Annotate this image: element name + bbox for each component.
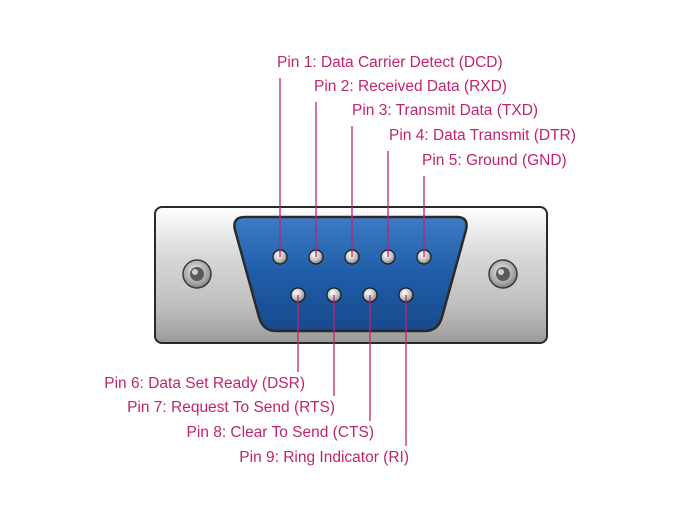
pin-labels: Pin 1: Data Carrier Detect (DCD) Pin 2: R… [104,54,576,466]
pin-2-label: Pin 2: Received Data (RXD) [314,78,507,95]
left-mounting-screw [182,259,212,289]
pin-6-label: Pin 6: Data Set Ready (DSR) [104,375,305,392]
leader-lines [279,78,425,446]
connector-insert [233,215,468,333]
pin-8-label: Pin 8: Clear To Send (CTS) [186,424,374,441]
pin-5-label: Pin 5: Ground (GND) [422,152,567,169]
pin-1-label: Pin 1: Data Carrier Detect (DCD) [277,54,503,71]
pin-3-label: Pin 3: Transmit Data (TXD) [352,102,538,119]
pin-9-label: Pin 9: Ring Indicator (RI) [239,449,409,466]
right-mounting-screw [488,259,518,289]
pin-4-label: Pin 4: Data Transmit (DTR) [389,127,576,144]
pin-7-label: Pin 7: Request To Send (RTS) [127,399,335,416]
